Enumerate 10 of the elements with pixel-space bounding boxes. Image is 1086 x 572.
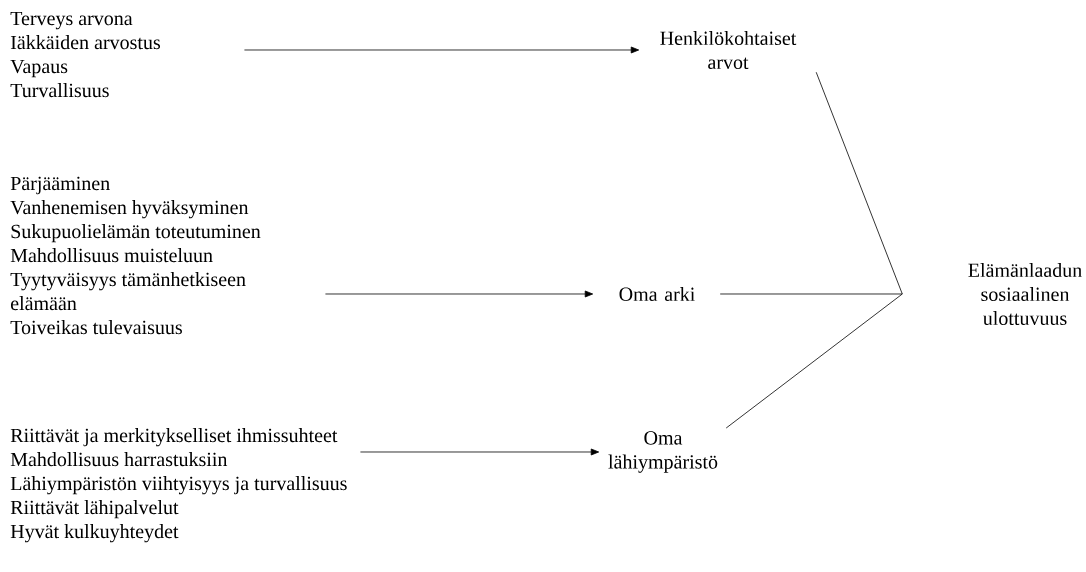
concept-label: Oma lähiympäristö bbox=[608, 431, 718, 473]
text-list: Pärjääminen Vanhenemisen hyväksyminen Sukupuolielämän toteutuminen Mahdollisuus muisteluun Tyytyväisyys tämänhetkiseen elämään Toiveikas tulevaisuus bbox=[10, 176, 261, 335]
arrow bbox=[244, 46, 640, 54]
concept-label: Elämänlaadun sosiaalinen ulottuvuus bbox=[968, 262, 1082, 326]
arrow bbox=[325, 290, 594, 298]
text-list: Terveys arvona Iäkkäiden arvostus Vapaus Turvallisuus bbox=[10, 11, 160, 98]
concept-label: Henkilökohtaiset arvot bbox=[660, 30, 797, 70]
concept-label: Oma arki bbox=[619, 286, 695, 302]
text-list: Riittävät ja merkitykselliset ihmissuhteet Mahdollisuus harrastuksiin Lähiympäristön viihtyisyys ja turvallisuus Riittävät lähipalvelut Hyvät kulkuyhteydet bbox=[10, 428, 347, 543]
arrow bbox=[360, 448, 600, 456]
